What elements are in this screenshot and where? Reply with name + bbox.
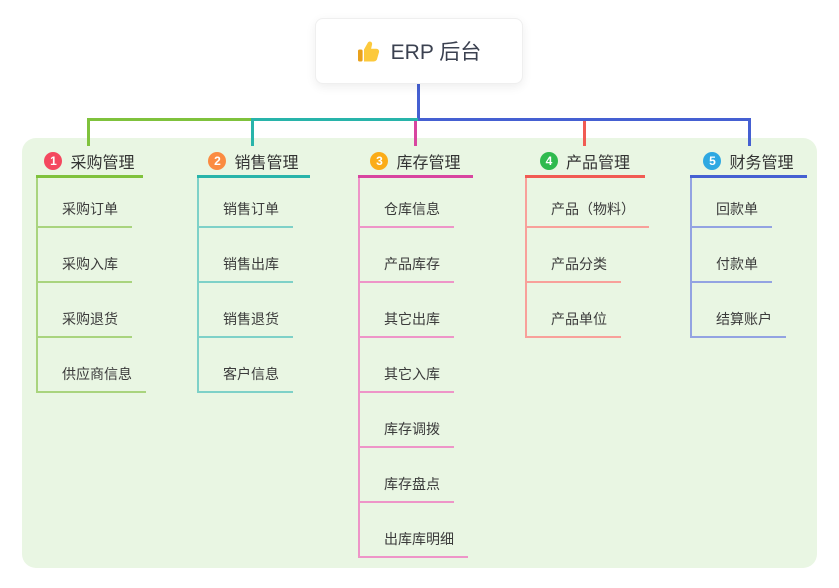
node-stock-taking[interactable]: 库存盘点 — [360, 448, 454, 503]
node-stock-transfer[interactable]: 库存调拨 — [360, 393, 454, 448]
branch-sales-underline — [197, 175, 310, 178]
branch-product-header[interactable]: 4 产品管理 — [525, 146, 645, 175]
node-other-outbound[interactable]: 其它出库 — [360, 283, 454, 338]
branch-finance-underline — [690, 175, 807, 178]
branch-sales-label: 销售管理 — [234, 154, 299, 172]
thumbs-up-icon — [357, 39, 381, 63]
node-payment-bill[interactable]: 付款单 — [692, 228, 772, 283]
bus-line-teal — [254, 118, 418, 121]
branch-purchase: 1 采购管理 采购订单 采购入库 采购退货 供应商信息 — [36, 146, 146, 393]
node-purchase-return[interactable]: 采购退货 — [38, 283, 132, 338]
branch-inventory-label: 库存管理 — [396, 154, 461, 172]
node-product-stock[interactable]: 产品库存 — [360, 228, 454, 283]
branch-product-children: 产品（物料） 产品分类 产品单位 — [525, 178, 649, 338]
root-node[interactable]: ERP 后台 — [315, 18, 523, 84]
branch-inventory-underline — [358, 175, 473, 178]
branch-product: 4 产品管理 产品（物料） 产品分类 产品单位 — [525, 146, 649, 338]
branch-finance-header[interactable]: 5 财务管理 — [690, 146, 807, 175]
branch-sales-children: 销售订单 销售出库 销售退货 客户信息 — [197, 178, 310, 393]
node-purchase-order[interactable]: 采购订单 — [38, 178, 132, 228]
branch-product-label: 产品管理 — [565, 154, 630, 172]
branch-purchase-label: 采购管理 — [70, 154, 135, 172]
branch4-drop-line — [583, 121, 586, 146]
branch5-drop-line — [748, 118, 751, 146]
branch-inventory-children: 仓库信息 产品库存 其它出库 其它入库 库存调拨 库存盘点 出库库明细 — [358, 178, 473, 558]
node-sales-outbound[interactable]: 销售出库 — [199, 228, 293, 283]
badge-3: 3 — [370, 151, 389, 170]
branch2-drop-line — [251, 118, 254, 146]
branch-purchase-children: 采购订单 采购入库 采购退货 供应商信息 — [36, 178, 146, 393]
mindmap-panel — [22, 138, 817, 568]
node-product-unit[interactable]: 产品单位 — [527, 283, 621, 338]
node-other-inbound[interactable]: 其它入库 — [360, 338, 454, 393]
branch-finance-children: 回款单 付款单 结算账户 — [690, 178, 807, 338]
branch-purchase-underline — [36, 175, 143, 178]
badge-1: 1 — [44, 151, 63, 170]
branch-inventory: 3 库存管理 仓库信息 产品库存 其它出库 其它入库 库存调拨 库存盘点 出库库… — [358, 146, 473, 558]
branch-sales-header[interactable]: 2 销售管理 — [197, 146, 310, 175]
badge-2: 2 — [208, 151, 227, 170]
node-product-material[interactable]: 产品（物料） — [527, 178, 649, 228]
branch-purchase-header[interactable]: 1 采购管理 — [36, 146, 143, 175]
bus-line-green — [87, 118, 254, 121]
branch-finance-label: 财务管理 — [729, 154, 794, 172]
node-outbound-detail[interactable]: 出库库明细 — [360, 503, 468, 558]
root-label: ERP 后台 — [390, 41, 482, 64]
badge-4: 4 — [539, 151, 558, 170]
branch-sales: 2 销售管理 销售订单 销售出库 销售退货 客户信息 — [197, 146, 310, 393]
node-settlement-account[interactable]: 结算账户 — [692, 283, 786, 338]
node-warehouse-info[interactable]: 仓库信息 — [360, 178, 454, 228]
bus-line-blue — [418, 118, 751, 121]
branch3-drop-line — [414, 121, 417, 146]
node-purchase-inbound[interactable]: 采购入库 — [38, 228, 132, 283]
badge-5: 5 — [703, 151, 722, 170]
root-connector-line — [417, 84, 420, 120]
node-sales-order[interactable]: 销售订单 — [199, 178, 293, 228]
branch-inventory-header[interactable]: 3 库存管理 — [358, 146, 473, 175]
node-supplier-info[interactable]: 供应商信息 — [38, 338, 146, 393]
node-receipt-bill[interactable]: 回款单 — [692, 178, 772, 228]
node-customer-info[interactable]: 客户信息 — [199, 338, 293, 393]
branch-finance: 5 财务管理 回款单 付款单 结算账户 — [690, 146, 807, 338]
branch1-drop-line — [87, 118, 90, 146]
branch-product-underline — [525, 175, 645, 178]
node-product-category[interactable]: 产品分类 — [527, 228, 621, 283]
node-sales-return[interactable]: 销售退货 — [199, 283, 293, 338]
